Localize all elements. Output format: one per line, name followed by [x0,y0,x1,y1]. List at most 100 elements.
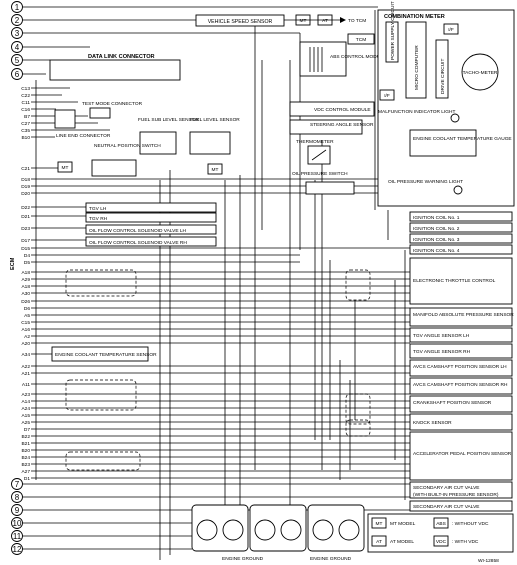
legend-with-vdc: : WITH VDC [452,539,479,545]
pin-a22: A22 [21,364,30,370]
thermometer-label: THERMOMETER [296,139,334,145]
ofcsv-rh-box [85,236,217,247]
connector-8-label: 8 [15,493,20,502]
pin-a15: A15 [21,413,30,419]
pin-d26: D26 [21,299,30,305]
tgv-rh-label: TGV RH [89,216,108,222]
connector-8-circle [11,491,23,503]
crankshaft-sensor-box [409,395,513,413]
line-end-connector-box [54,109,76,129]
test-mode-connector-label: TEST MODE CONNECTOR [82,101,143,107]
secondary-air-cut-valve-1-label: SECONDARY AIR CUT VALVE [413,485,479,491]
connector-10-label: 10 [13,519,22,528]
electronic-throttle-control-label: ELECTRONIC THROTTLE CONTROL [413,278,496,284]
ect-sensor-label: ENGINE COOLANT TEMPERATURE SENSOR [55,352,157,358]
tcm-label: TCM [356,37,366,43]
connector-7-circle [11,478,23,490]
thermometer-resistor [311,149,327,161]
connector-3-circle [11,27,23,39]
pin-a5: A5 [24,313,30,319]
connector-4-label: 4 [15,43,20,52]
ect-sensor-box [51,346,149,362]
legend-at-badge [371,535,387,547]
app-sensor-box [409,431,513,481]
connector-4-circle [11,41,23,53]
connector-10-circle [11,517,23,529]
fuel-sub-level-sensor-box [139,131,177,155]
mil-label: MALFUNCTION INDICATOR LIGHT [378,109,455,115]
connector-5-circle [11,54,23,66]
connector-11-circle [11,530,23,542]
abs-coil [309,47,323,72]
connector-12-label: 12 [13,545,22,554]
left-boxes: TGV LH TGV RH OIL FLOW CONTROL SOLENOID … [51,202,217,362]
test-mode-connector-box [89,107,111,119]
power-supply-box [385,21,399,63]
legend-at: AT [376,539,382,545]
tgv-angle-rh-box [409,343,513,359]
data-link-connector-label: DATA LINK CONNECTOR [88,54,155,60]
pin-b24: B24 [21,455,30,461]
line-end-connector-label: LINE END CONNECTOR [56,133,111,139]
avcs-lh-box [409,359,513,377]
pin-d5: D5 [24,260,30,266]
connector-1-label: 1 [15,3,20,12]
pin-b7: B7 [24,114,30,120]
pin-d6: D6 [24,306,30,312]
ignition-coil-4-box [409,244,513,255]
pins-upper: C13 C22 C11 C16 B7 C27 C35 B10 C21 [21,86,30,172]
mt-badge-npswitch [57,161,73,173]
map-sensor-box [409,307,513,327]
pin-d22: D22 [21,205,30,211]
if-box-2 [379,89,395,101]
ect-gauge-box [409,129,477,157]
pin-d15: D15 [21,246,30,252]
pins-lower: A18 A29 A18 A30 D26 D6 A5 C15 A16 A2 A20… [21,270,30,482]
fuel-level-sensor-label: FUEL LEVEL SENSOR [190,117,240,123]
legend: MT MT MODEL ABS : WITHOUT VDC AT AT MODE… [367,513,514,553]
pin-a25: A25 [21,420,30,426]
if-label-2: I/F [384,93,390,99]
shield-groups [65,269,371,471]
pin-d21: D21 [21,214,30,220]
secondary-air-cut-valve-1-box [409,481,513,499]
power-supply-label: POWER SUPPLY CIRCUIT [390,1,396,60]
connector-11-label: 11 [13,532,22,541]
pin-c16: C16 [21,107,30,113]
legend-abs: ABS [436,521,446,527]
tgv-angle-rh-label: TGV ANGLE SENSOR RH [413,349,471,355]
vehicle-speed-sensor-label: VEHICLE SPEED SENSOR [208,19,273,25]
connector-lines-top [23,6,378,75]
micro-computer-box [405,21,427,99]
app-sensor-label: ACCELERATOR PEDAL POSITION SENSOR [413,451,512,457]
pin-b22: B22 [21,434,30,440]
ofcsv-lh-label: OIL FLOW CONTROL SOLENOID VALVE LH [89,228,187,234]
connector-6-circle [11,68,23,80]
pin-d7: D7 [24,427,30,433]
legend-mt-model: MT MODEL [390,521,416,527]
engine-ground-label-1: ENGINE GROUND [222,556,264,562]
combination-meter-label: COMBINATION METER [384,14,445,20]
connector-2-circle [11,14,23,26]
ofcsv-rh-label: OIL FLOW CONTROL SOLENOID VALVE RH [89,240,187,246]
knock-sensor-box [409,413,513,431]
tachometer-gauge [461,53,499,91]
connector-5-label: 5 [15,56,20,65]
pin-a23: A23 [21,392,30,398]
pin-d17: D17 [21,238,30,244]
figure-id: WI-12858 [478,558,499,564]
pin-b21: B21 [21,441,30,447]
legend-vdc: VDC [436,539,447,545]
tgv-angle-lh-label: TGV ANGLE SENSOR LH [413,333,470,339]
avcs-lh-label: AVCS CAMSHAFT POSITION SENSOR LH [413,364,507,370]
legend-vdc-badge [433,535,449,547]
legend-mt-badge [371,517,387,529]
connector-1-circle [11,1,23,13]
pin-a16: A16 [21,327,30,333]
pin-a14: A14 [21,399,30,405]
drive-circuit-label: DRIVE CIRCUIT [440,58,446,94]
avcs-rh-box [409,377,513,395]
pin-d23: D23 [21,226,30,232]
oil-warning-lamp-icon [453,185,463,195]
if-box-1 [443,23,459,35]
